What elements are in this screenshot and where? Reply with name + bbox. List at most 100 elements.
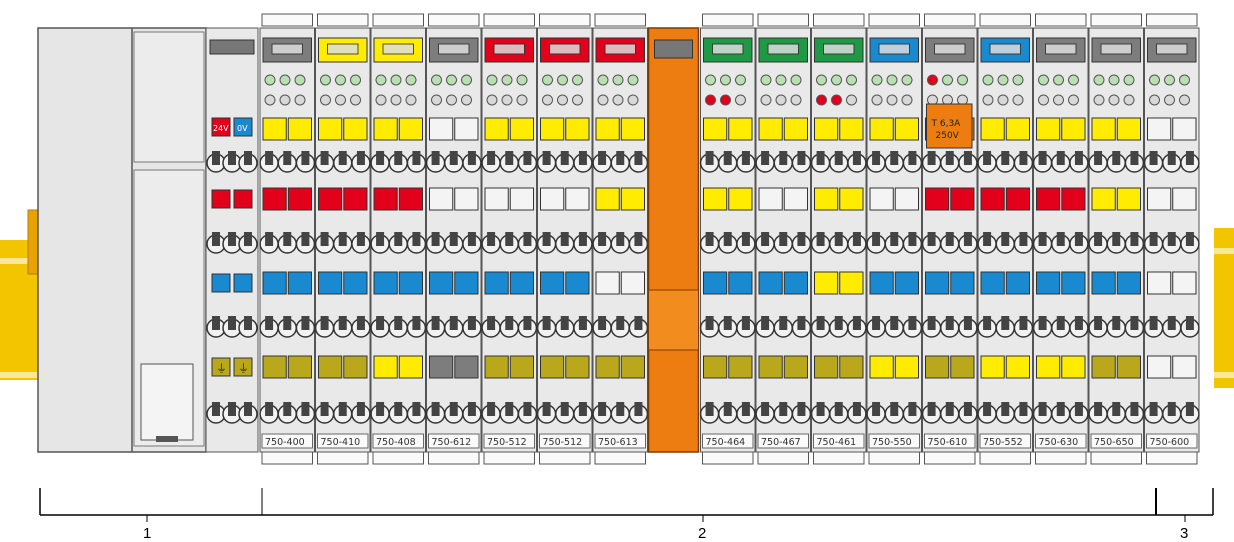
status-led <box>612 74 624 86</box>
terminal-block <box>814 187 839 211</box>
part-number-label: 750-612 <box>432 437 472 448</box>
terminal-block <box>839 355 864 379</box>
terminal-block <box>373 355 398 379</box>
status-led <box>279 94 291 106</box>
terminal-block <box>1172 187 1197 211</box>
status-led <box>1012 94 1024 106</box>
status-led <box>942 74 953 86</box>
module-top-clip <box>813 13 865 27</box>
module-color-marker <box>925 37 975 63</box>
terminal-block <box>814 355 839 379</box>
module-label-slot <box>271 43 303 55</box>
terminal-block <box>398 271 423 295</box>
terminal-block <box>758 271 783 295</box>
coupler-connector-slot <box>140 363 194 441</box>
terminal-block <box>1147 117 1172 141</box>
module-bottom-clip <box>594 451 646 465</box>
status-led <box>997 94 1009 106</box>
io-module: 750-512 <box>536 13 593 465</box>
terminal-block <box>980 187 1005 211</box>
terminal-block <box>703 271 728 295</box>
terminal-block <box>287 117 312 141</box>
module-label-slot <box>1156 43 1188 55</box>
status-led <box>320 74 331 86</box>
status-led <box>405 74 417 86</box>
status-led <box>350 94 361 106</box>
orange-separator-module <box>647 27 700 453</box>
terminal-block <box>620 117 645 141</box>
status-led <box>1179 74 1190 86</box>
status-led <box>486 94 498 106</box>
terminal-block <box>703 355 728 379</box>
status-led <box>516 94 528 106</box>
din-rail <box>0 209 1234 388</box>
terminal-block <box>540 271 565 295</box>
module-top-clip <box>1146 13 1198 27</box>
terminal-block <box>484 271 509 295</box>
module-top-clip <box>483 13 535 27</box>
terminal-block <box>595 117 620 141</box>
status-led <box>886 94 898 106</box>
separator-body <box>647 27 700 453</box>
module-bottom-clip <box>261 451 313 465</box>
status-led <box>264 94 276 106</box>
status-led <box>264 74 276 86</box>
status-led <box>901 94 913 106</box>
terminal-block <box>894 187 919 211</box>
coupler-plus-terminal <box>211 189 231 209</box>
terminal-block <box>950 271 975 295</box>
terminal-block <box>783 117 808 141</box>
terminal-block <box>1061 117 1086 141</box>
status-led <box>982 74 994 86</box>
terminal-block <box>509 355 534 379</box>
terminal-block <box>262 355 287 379</box>
status-led <box>461 74 472 86</box>
terminal-block <box>728 117 753 141</box>
status-led <box>405 94 417 106</box>
status-led <box>997 74 1009 86</box>
status-led <box>1149 94 1160 106</box>
status-led <box>1053 74 1064 86</box>
io-module: 750-467 <box>755 13 812 465</box>
status-led <box>1149 74 1160 86</box>
part-number-plate <box>757 433 809 449</box>
status-led <box>294 74 306 86</box>
part-number-plate <box>924 433 976 449</box>
coupler-pe-symbol: ⏚ <box>216 362 227 375</box>
terminal-block <box>783 355 808 379</box>
coupler-pe-terminal <box>233 357 253 377</box>
module-top-clip <box>539 13 591 27</box>
separator-top-cap <box>654 39 693 59</box>
module-color-marker <box>1147 37 1197 63</box>
terminal-block <box>454 355 479 379</box>
fieldbus-coupler <box>37 27 207 453</box>
part-number-plate <box>1035 433 1087 449</box>
terminal-block <box>398 187 423 211</box>
status-led <box>542 94 553 106</box>
status-led <box>627 94 639 106</box>
terminal-block <box>373 271 398 295</box>
terminal-block <box>454 271 479 295</box>
module-top-clip <box>372 13 424 27</box>
status-led <box>1068 74 1079 86</box>
module-bottom-clip <box>979 451 1031 465</box>
module-top-clip <box>594 13 646 27</box>
coupler-plus-terminal <box>233 189 253 209</box>
status-led <box>431 74 442 86</box>
status-led <box>1164 94 1175 106</box>
module-bottom-clip <box>317 451 369 465</box>
io-module: 750-612 <box>425 13 482 465</box>
terminal-block <box>595 355 620 379</box>
terminal-block <box>1036 271 1061 295</box>
terminal-block <box>620 187 645 211</box>
status-led <box>982 94 994 106</box>
status-led <box>1123 94 1135 106</box>
status-led <box>501 74 513 86</box>
coupler-upper-panel <box>133 31 205 163</box>
part-number-label: 750-408 <box>376 437 416 448</box>
module-label-slot <box>823 43 855 55</box>
part-number-label: 750-600 <box>1150 437 1190 448</box>
terminal-block <box>869 271 894 295</box>
terminal-block <box>287 271 312 295</box>
status-led <box>927 74 938 86</box>
